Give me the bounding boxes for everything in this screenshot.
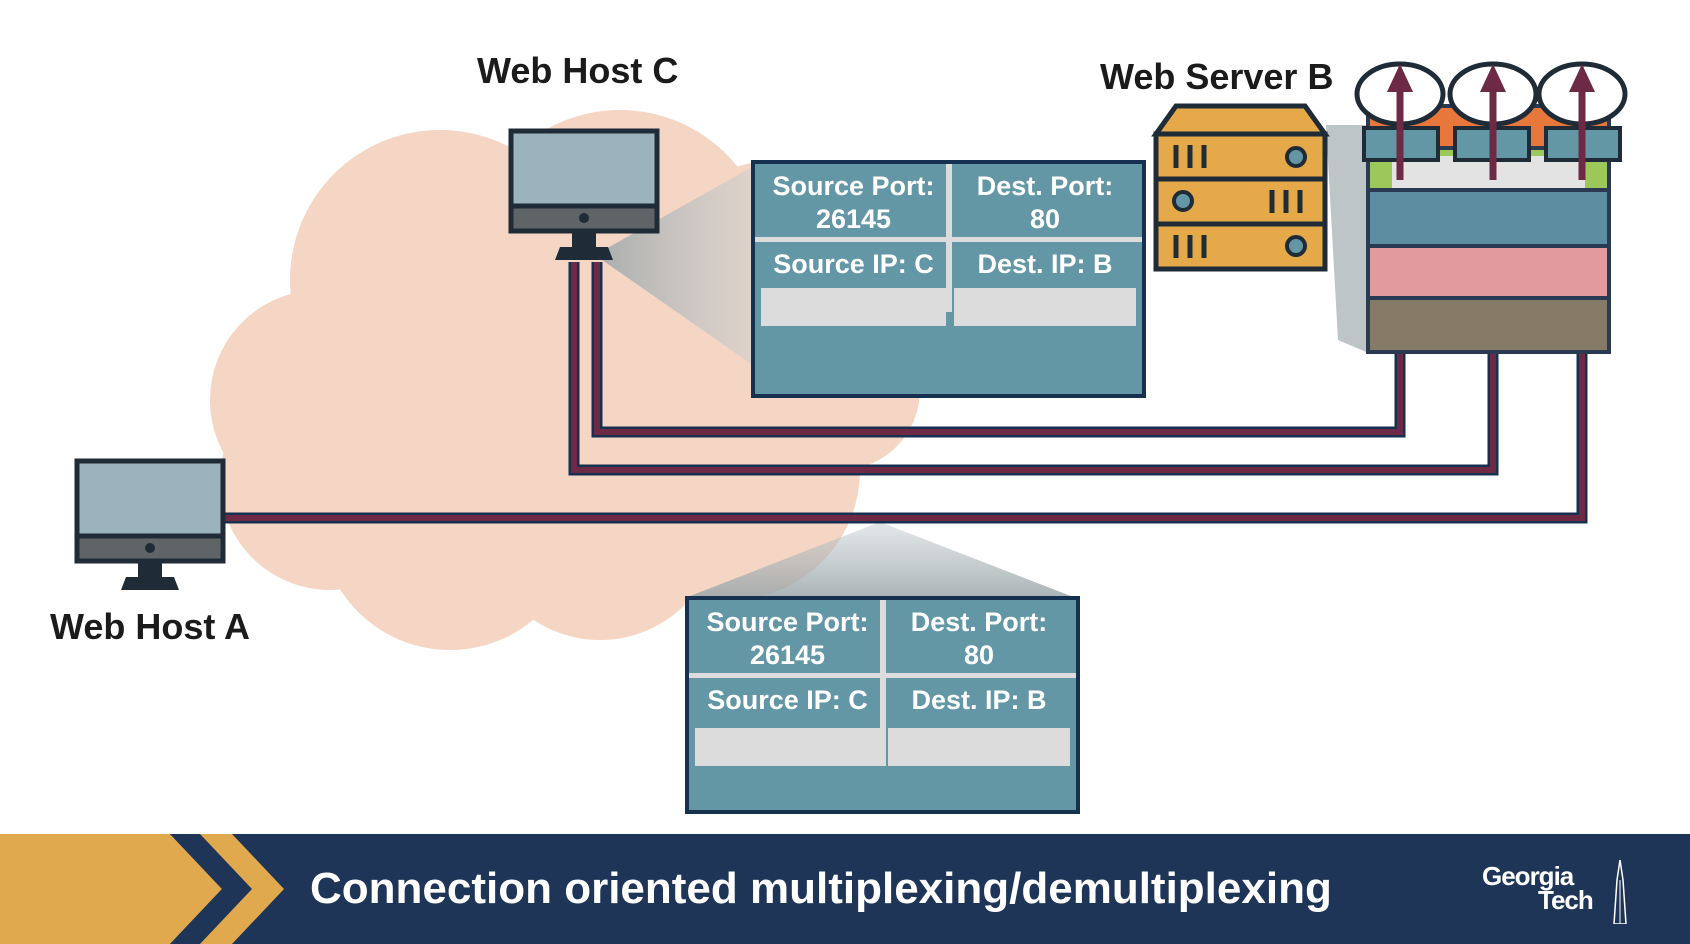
packet-header-top: Source Port: 26145 Dest. Port: 80 Source…	[751, 160, 1146, 398]
empty-field	[888, 728, 1070, 766]
packet-beam-top	[595, 166, 754, 366]
source-port-value: 26145	[749, 640, 826, 670]
slide-title: Connection oriented multiplexing/demulti…	[310, 864, 1332, 913]
dest-port-cell: Dest. Port: 80	[954, 170, 1136, 236]
source-ip-cell: Source IP: C	[773, 248, 934, 279]
logo-line-1: Georgia	[1482, 861, 1574, 891]
divider	[689, 673, 1076, 678]
logo-line-2: Tech	[1538, 885, 1594, 915]
empty-field	[761, 288, 946, 326]
dest-port-cell: Dest. Port: 80	[888, 606, 1070, 672]
web-host-a-monitor-icon	[74, 458, 226, 590]
divider	[755, 237, 1142, 242]
web-server-b-label: Web Server B	[1100, 56, 1334, 97]
web-server-b-icon	[1151, 103, 1330, 272]
dest-ip-cell: Dest. IP: B	[977, 248, 1113, 279]
empty-field	[695, 728, 880, 766]
georgia-tech-logo: Georgia Tech	[1482, 860, 1632, 924]
server-beam	[1326, 125, 1366, 352]
web-host-a-label: Web Host A	[50, 606, 251, 647]
dest-ip-cell: Dest. IP: B	[911, 684, 1047, 715]
source-ip-cell: Source IP: C	[707, 684, 868, 715]
dest-port-label: Dest. Port:	[910, 607, 1048, 637]
tower-icon	[1613, 860, 1627, 924]
source-port-value: 26145	[815, 204, 892, 234]
packet-beam-bottom	[685, 522, 1076, 598]
footer-chevrons	[0, 834, 284, 944]
source-port-cell: Source Port: 26145	[695, 606, 880, 672]
footer-banner: Connection oriented multiplexing/demulti…	[0, 834, 1690, 944]
source-port-label: Source Port:	[772, 171, 935, 201]
dest-port-value: 80	[1029, 204, 1061, 234]
dest-port-label: Dest. Port:	[976, 171, 1114, 201]
source-port-cell: Source Port: 26145	[761, 170, 946, 236]
socket-arrows	[1387, 64, 1595, 180]
web-host-c-label: Web Host C	[477, 50, 679, 91]
source-port-label: Source Port:	[706, 607, 869, 637]
packet-header-bottom: Source Port: 26145 Dest. Port: 80 Source…	[685, 596, 1080, 814]
empty-field	[954, 288, 1136, 326]
web-host-c-monitor-icon	[508, 128, 660, 260]
divider	[880, 600, 886, 766]
dest-port-value: 80	[963, 640, 995, 670]
